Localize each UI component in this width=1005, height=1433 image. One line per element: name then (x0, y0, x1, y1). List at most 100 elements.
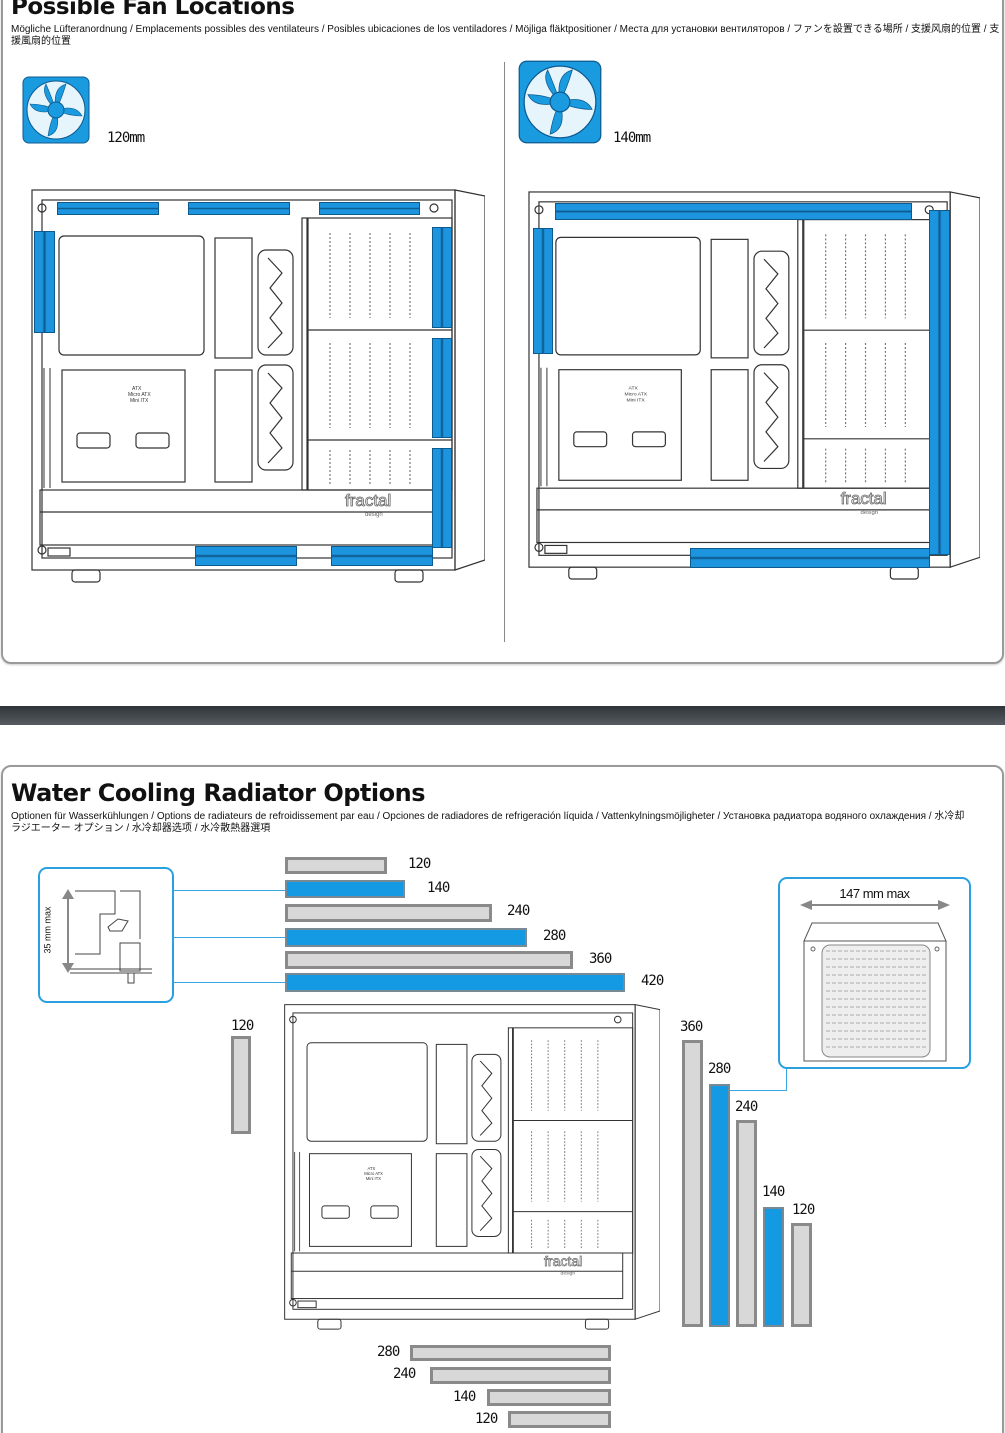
radiator-section-title: Water Cooling Radiator Options (11, 779, 426, 807)
fan-slot-bottom-2 (331, 546, 433, 566)
front-panel (949, 191, 981, 568)
front-panel (634, 1004, 661, 1320)
top-radiator-360 (285, 951, 573, 969)
form-factor-label: Mini ITX (366, 1176, 381, 1181)
foot (889, 566, 919, 580)
brand-logo: fractal (841, 489, 887, 508)
form-factor-label: Micro ATX (625, 391, 648, 397)
top-radiator-360-label: 360 (589, 951, 612, 967)
height-max-label: 35 mm max (42, 906, 53, 954)
fan-slot-top-2 (188, 202, 290, 215)
brand-logo: fractal (544, 1253, 582, 1269)
rear-radiator-120 (231, 1036, 251, 1134)
grommet-panel (471, 1149, 502, 1237)
cooler-cutout (58, 235, 205, 356)
front-radiator-360 (682, 1040, 703, 1327)
radiator-options-panel (1, 765, 1004, 1433)
fan-locations-panel (1, 0, 1004, 664)
section-divider (0, 706, 1005, 725)
form-factor-label: Micro ATX (364, 1171, 383, 1176)
top-radiator-120-label: 120 (408, 856, 431, 872)
foot (568, 566, 598, 580)
svg-text:design: design (561, 1271, 576, 1277)
bottom-radiator-240-label: 240 (393, 1366, 416, 1382)
cable-slot (435, 1043, 468, 1145)
top-radiator-240-label: 240 (507, 903, 530, 919)
case-body (284, 1004, 636, 1320)
form-factor-label: Mini ITX (130, 398, 149, 404)
case-body (31, 189, 456, 571)
case-120mm-layout: fractal design ATX Micro ATX Mini ITX (30, 188, 486, 583)
form-factor-label: Mini ITX (627, 397, 646, 403)
bottom-radiator-240 (430, 1367, 611, 1384)
radiator-height-diagram (62, 889, 152, 984)
fan-slot-front-140 (929, 210, 950, 555)
fan-140-label: 140mm (613, 130, 651, 146)
fan-120-icon (22, 76, 90, 144)
width-max-label: 147 mm max (839, 886, 910, 901)
connector-line (729, 1090, 787, 1091)
bottom-radiator-140-label: 140 (453, 1389, 476, 1405)
front-radiator-240-label: 240 (735, 1099, 758, 1115)
fan-140-icon (518, 60, 602, 144)
front-radiator-140 (763, 1207, 784, 1327)
connector-line (174, 890, 285, 891)
cable-slot (710, 369, 749, 481)
cable-slot (710, 238, 749, 359)
bottom-radiator-280 (410, 1345, 611, 1361)
grommet-panel (753, 364, 790, 470)
case-radiator-layout: fractal design ATX Micro ATX Mini ITX (283, 1003, 661, 1330)
connector-line (786, 1069, 787, 1091)
cable-slot (214, 369, 253, 483)
foot (317, 1318, 342, 1330)
front-radiator-280-label: 280 (708, 1061, 731, 1077)
top-radiator-420-label: 420 (641, 973, 664, 989)
motherboard-tray (309, 1153, 412, 1247)
cooler-cutout (306, 1042, 428, 1142)
front-radiator-360-label: 360 (680, 1019, 703, 1035)
foot (394, 569, 424, 583)
fan-120-label: 120mm (107, 130, 145, 146)
svg-text:design: design (861, 510, 879, 516)
bottom-radiator-280-label: 280 (377, 1344, 400, 1360)
connector-line (174, 982, 285, 983)
foot (71, 569, 101, 583)
top-radiator-140 (285, 880, 405, 898)
front-radiator-240 (736, 1120, 757, 1327)
grommet-panel (257, 364, 294, 471)
case-drawing: fractal design ATX Micro ATX Mini ITX (284, 1004, 661, 1330)
case-body (528, 191, 951, 568)
svg-text:design: design (365, 512, 383, 518)
top-radiator-120 (285, 857, 387, 874)
connector-line (174, 937, 285, 938)
cooler-cutout (555, 236, 701, 356)
fan-slot-bottom-140 (690, 548, 930, 568)
form-factor-label: Micro ATX (128, 392, 151, 398)
fan-slot-rear-140 (533, 228, 553, 354)
fan-section-title: Possible Fan Locations (11, 0, 295, 20)
fan-slot-top-140 (555, 203, 912, 220)
case-drawing: fractal design ATX Micro ATX Mini ITX (31, 189, 486, 583)
fan-section-subtitle: Mögliche Lüfteranordnung / Emplacements … (11, 24, 1000, 47)
cable-slot (435, 1153, 468, 1247)
motherboard-tray (61, 369, 186, 483)
front-radiator-140-label: 140 (762, 1184, 785, 1200)
front-radiator-120-label: 120 (792, 1202, 815, 1218)
fan-slot-top-3 (319, 202, 420, 215)
fan-slot-bottom-1 (195, 546, 297, 566)
fan-slot-front-3 (432, 448, 452, 548)
cable-slot (214, 237, 253, 359)
form-factor-label: ATX (629, 385, 639, 391)
brand-logo: fractal (345, 491, 391, 510)
bottom-radiator-140 (487, 1389, 611, 1406)
form-factor-label: ATX (132, 386, 142, 392)
psu-shroud (290, 1252, 624, 1300)
column-divider (504, 62, 505, 642)
top-radiator-240 (285, 904, 492, 922)
grommet-panel (753, 250, 790, 356)
radiator-section-subtitle: Optionen für Wasserkühlungen / Options d… (11, 811, 965, 834)
fan-slot-top-1 (57, 202, 159, 215)
fan-slot-front-2 (432, 338, 452, 438)
top-radiator-420 (285, 973, 625, 992)
grommet-panel (257, 249, 294, 356)
